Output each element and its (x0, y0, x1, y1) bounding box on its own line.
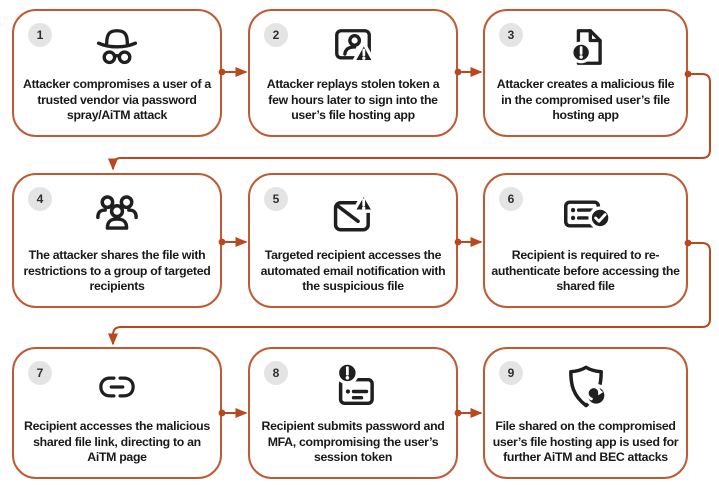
step-caption: Attacker creates a malicious file in the… (496, 76, 675, 123)
step-box-5: 5 Targeted recipient accesses the automa… (248, 173, 458, 308)
id-card-warning-icon (324, 349, 382, 419)
step-caption: File shared on the compromised user’s fi… (492, 418, 679, 465)
step-number-badge: 2 (264, 23, 288, 47)
shield-redirect-icon (557, 349, 615, 419)
email-warning-icon (324, 175, 382, 248)
people-group-icon (88, 175, 146, 248)
step-number-badge: 8 (264, 361, 288, 385)
step-number-badge: 3 (499, 23, 523, 47)
step-number-badge: 9 (499, 361, 523, 385)
account-warning-icon (325, 11, 381, 77)
step-caption: Recipient is required to re-authenticate… (491, 247, 680, 294)
step-box-3: 3 Attacker creates a malicious file in t… (483, 9, 688, 137)
step-caption: The attacker shares the file with restri… (23, 247, 211, 294)
spy-icon (89, 11, 145, 77)
step-caption: Recipient submits password and MFA, comp… (261, 418, 445, 465)
step-caption: Attacker replays stolen token a few hour… (266, 76, 440, 123)
step-caption: Attacker compromises a user of a trusted… (23, 76, 211, 123)
step-box-6: 6 Recipient is required to re-authentica… (483, 173, 688, 308)
step-caption: Recipient accesses the malicious shared … (24, 418, 210, 465)
step-number-badge: 6 (499, 187, 523, 211)
step-number-badge: 7 (28, 361, 52, 385)
step-number-badge: 5 (264, 187, 288, 211)
step-box-1: 1 Attacker compromises a user of a trust… (12, 9, 222, 137)
step-box-7: 7 Recipient accesses the malicious share… (12, 347, 222, 479)
step-number-badge: 1 (28, 23, 52, 47)
link-icon (88, 349, 146, 419)
step-box-4: 4 The attacker shares the file with rest… (12, 173, 222, 308)
malicious-file-icon (558, 11, 614, 77)
step-box-8: 8 Recipient submits password and MFA, co… (248, 347, 458, 479)
step-box-2: 2 Attacker replays stolen token a few ho… (248, 9, 458, 137)
step-number-badge: 4 (28, 187, 52, 211)
id-card-check-icon (557, 175, 615, 248)
step-box-9: 9 File shared on the compromised user’s … (483, 347, 688, 479)
step-caption: Targeted recipient accesses the automate… (260, 247, 446, 294)
